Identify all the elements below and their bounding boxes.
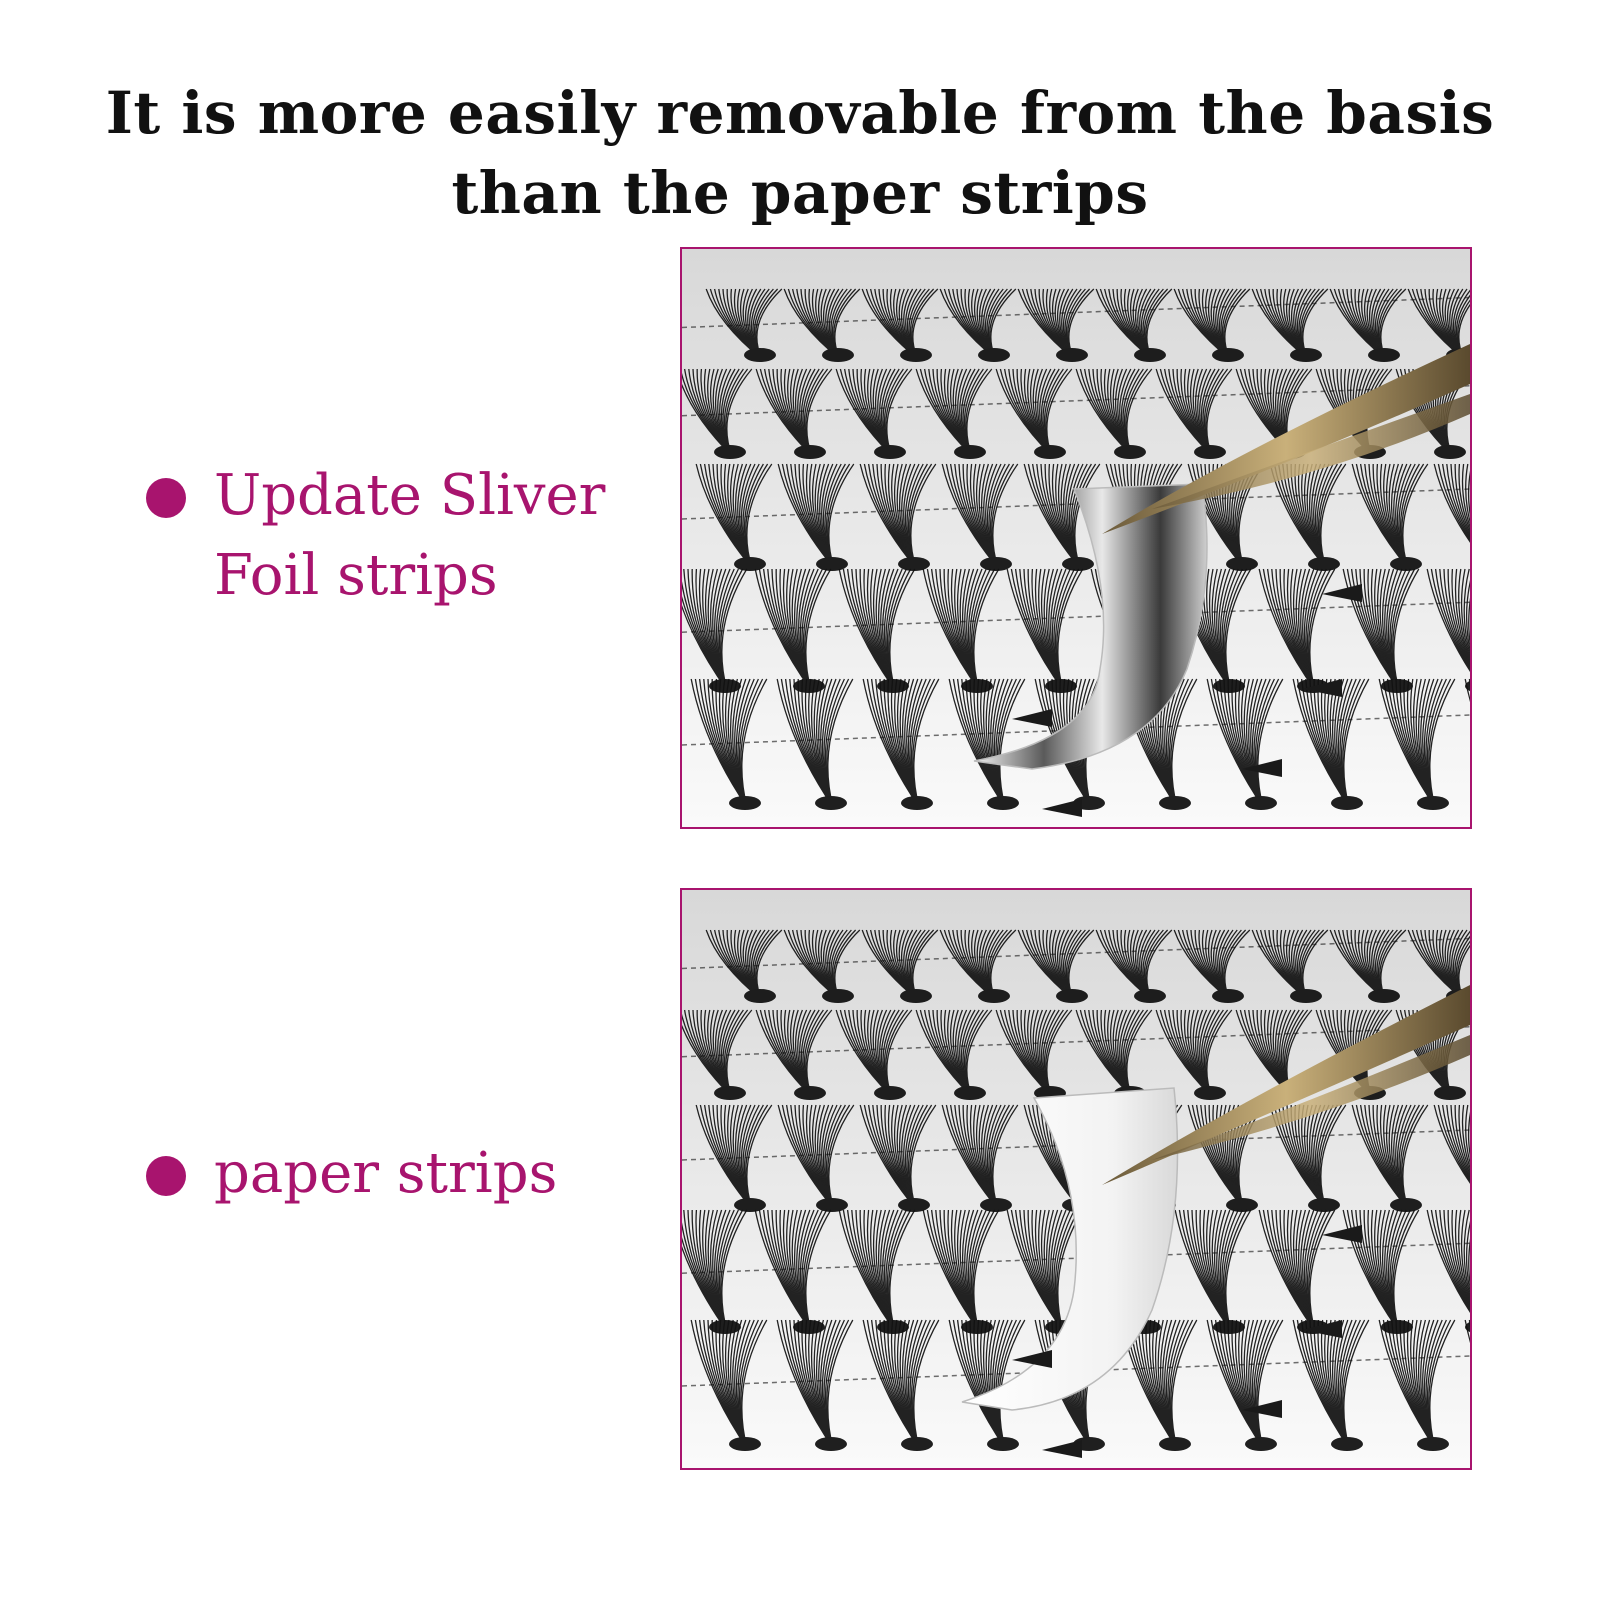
foil-strip-photo — [680, 247, 1472, 829]
headline: It is more easily removable from the bas… — [0, 73, 1600, 233]
headline-line-1: It is more easily removable from the bas… — [105, 78, 1495, 147]
feature-label-line-2: Foil strips — [214, 543, 498, 608]
feature-label: paper strips — [214, 1141, 558, 1206]
paper-strip-photo — [680, 888, 1472, 1470]
feature-label-line-1: Update Sliver — [214, 463, 606, 528]
paper-strip-illustration — [682, 890, 1470, 1468]
feature-paper-strips: paper strips — [140, 1134, 620, 1214]
bullet-dot-icon — [146, 478, 186, 518]
feature-foil-strips: Update Sliver Foil strips — [140, 456, 620, 616]
foil-strip-illustration — [682, 249, 1470, 827]
headline-line-2: than the paper strips — [451, 158, 1149, 227]
bullet-dot-icon — [146, 1156, 186, 1196]
